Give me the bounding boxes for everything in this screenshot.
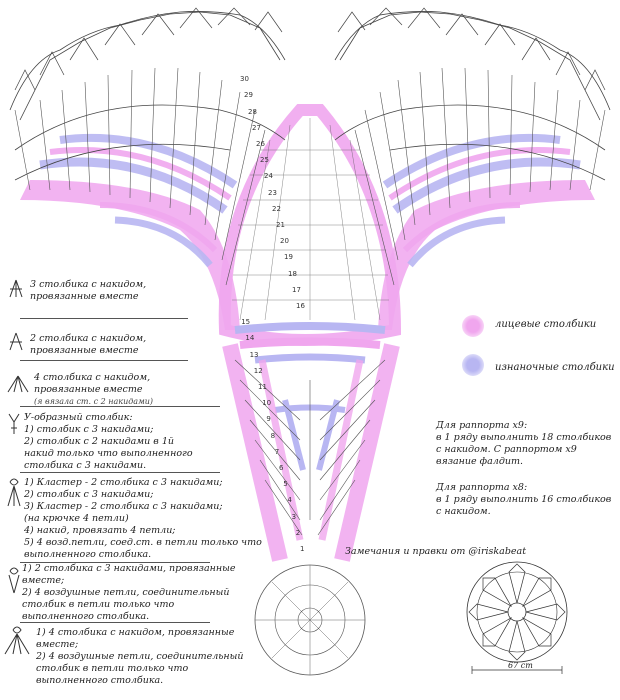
- y-stitch-icon: [8, 413, 20, 434]
- legend-item-1: 3 столбика с накидом,провязанные вместе: [30, 279, 147, 302]
- left-fan-lavender-1: [39, 157, 228, 214]
- row-number: 2: [295, 528, 301, 537]
- left-fan-pink-2: [99, 202, 218, 253]
- left-fan-scallops: [9, 11, 286, 181]
- stem-pink-left: [222, 343, 288, 562]
- row-number: 19: [284, 253, 293, 262]
- row-number: 30: [240, 75, 249, 84]
- row-number: 11: [258, 383, 267, 391]
- row-number: 18: [288, 269, 297, 278]
- cluster-stitch-icon: [7, 478, 21, 507]
- stem-pink-inner-right: [318, 359, 364, 541]
- stem-stitches: [234, 359, 386, 536]
- repeat-x9-note: Для раппорта х9:в 1 ряду выполнить 18 ст…: [436, 420, 612, 467]
- right-fan-pink-2: [402, 202, 521, 253]
- legend-divider: [20, 318, 188, 319]
- left-fan-pink-band: [20, 180, 240, 330]
- row-number: 22: [272, 204, 281, 213]
- legend-item-5: 1) Кластер - 2 столбика с 3 накидами;2) …: [24, 477, 262, 560]
- row-number: 25: [260, 156, 269, 165]
- row-number: 23: [268, 188, 277, 197]
- legend-divider: [20, 622, 210, 623]
- left-fan-lavender-2: [59, 133, 238, 189]
- left-fan-stitches: [14, 67, 266, 286]
- row-number: 14: [245, 334, 255, 343]
- lens-lavender-1: [234, 322, 386, 334]
- right-fan-scallops: [334, 11, 611, 181]
- row-number: 9: [266, 415, 271, 424]
- row-number: 15: [241, 318, 251, 327]
- row-number: 16: [296, 302, 305, 310]
- repeat-x8-note: Для раппорта х8:в 1 ряду выполнить 16 ст…: [436, 482, 612, 517]
- row-number: 8: [270, 431, 276, 440]
- stem-lavender-right: [316, 399, 340, 471]
- three-dc-together-icon: [9, 279, 23, 298]
- row-number: 21: [276, 221, 285, 229]
- row-number: 27: [252, 123, 261, 132]
- legend-item-2: 2 столбика с накидом,провязанные вместе: [30, 333, 147, 356]
- bottom-ring: [254, 564, 366, 676]
- legend-item-3: 4 столбика с накидом,провязанные вместе(…: [34, 372, 153, 406]
- row-number: 3: [291, 512, 297, 521]
- legend-divider: [20, 472, 220, 473]
- two-dc-together-icon: [9, 332, 23, 351]
- row-number: 7: [274, 447, 280, 456]
- row-number: 13: [249, 350, 259, 359]
- back-stitch-label: изнаночные столбики: [495, 362, 615, 373]
- flower-thumbnail: [466, 561, 568, 674]
- right-fan-lavender-3: [407, 216, 506, 268]
- top-crown-peaks: [14, 7, 606, 91]
- dimension-label: 67 cm: [508, 661, 533, 670]
- four-dc-picot-icon: [4, 626, 30, 655]
- row-number: 4: [287, 496, 292, 505]
- credit-note: Замечания и правки от @iriskabeat: [345, 546, 527, 557]
- row-number: 10: [262, 399, 272, 408]
- right-fan-lavender-2: [382, 133, 561, 189]
- row-number: 29: [244, 91, 253, 100]
- row-number: 28: [248, 107, 257, 116]
- two-tr-picot-icon: [8, 567, 20, 594]
- row-number: 12: [253, 366, 263, 375]
- row-number: 26: [256, 140, 265, 148]
- legend-divider: [20, 360, 188, 361]
- row-number: 6: [279, 464, 284, 472]
- legend-divider: [20, 562, 210, 563]
- right-fan-stitches: [354, 67, 606, 286]
- front-stitch-label: лицевые столбики: [495, 319, 597, 330]
- legend-item-4: У-образный столбик:1) столбик с 3 накида…: [24, 412, 193, 471]
- left-fan-lavender-3: [114, 216, 213, 268]
- row-number: 24: [264, 172, 273, 181]
- right-fan-pink-band: [378, 180, 595, 330]
- lens-mesh: [232, 118, 389, 321]
- lens-pink-1: [239, 337, 381, 349]
- row-number: 5: [283, 480, 288, 489]
- legend-divider: [20, 406, 220, 407]
- front-stitch-swatch: [462, 315, 484, 337]
- lens-lavender-2: [254, 353, 366, 364]
- row-number: 1: [300, 545, 305, 553]
- back-stitch-swatch: [462, 354, 484, 376]
- four-dc-together-icon: [7, 375, 29, 393]
- right-fan-lavender-1: [392, 157, 581, 214]
- stem-lavender-left: [282, 399, 306, 471]
- stem-pink-right: [334, 343, 400, 562]
- row-number: 20: [280, 237, 289, 246]
- row-number: 17: [292, 285, 301, 294]
